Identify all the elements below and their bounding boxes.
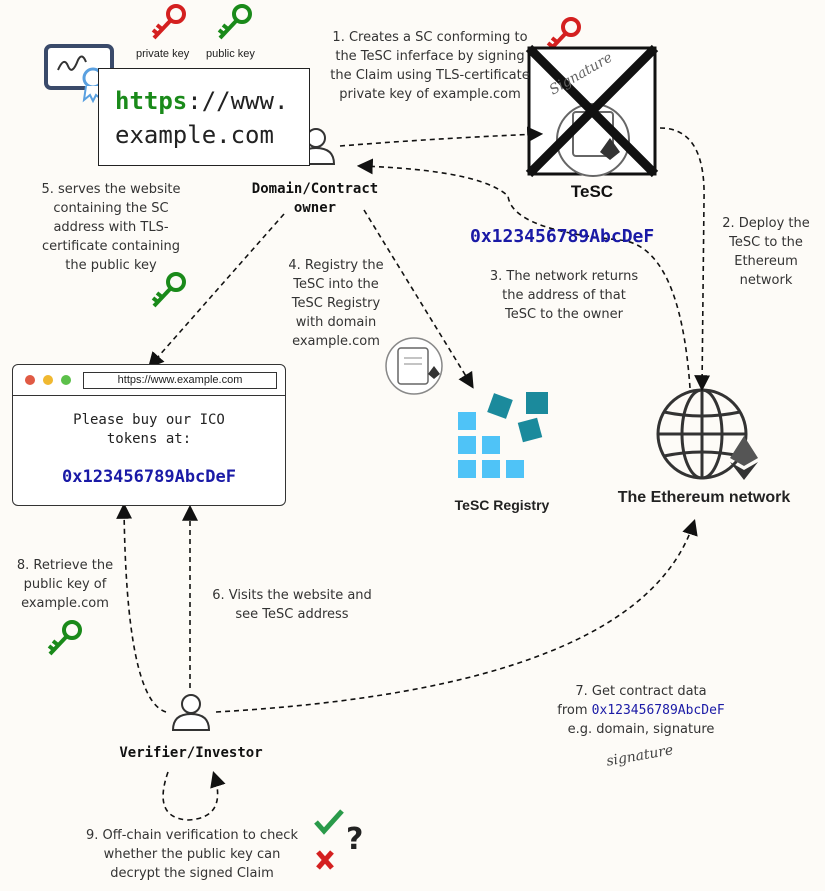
registration-scroll-icon	[385, 337, 443, 395]
arrow-step1	[339, 126, 544, 147]
arrow-step3	[356, 158, 691, 389]
https-scheme: https	[115, 87, 188, 115]
step6-text: 6. Visits the website and see TeSC addre…	[212, 588, 372, 622]
site-url-part1: ://www.	[187, 87, 289, 115]
arrow-step2	[659, 127, 711, 392]
tesc-label: TeSC	[570, 182, 614, 201]
registry-blocks-icon	[458, 392, 548, 478]
step7-from: from	[557, 703, 588, 718]
arrow-step4	[363, 209, 474, 389]
flow-arrows	[116, 126, 711, 821]
owner-label: Domain/Contract owner	[251, 181, 379, 216]
step3-text: 3. The network returns the address of th…	[489, 269, 639, 322]
close-dot-icon	[25, 375, 35, 385]
browser-message: Please buy our ICO tokens at:	[73, 412, 225, 447]
step7-address: 0x123456789AbcDeF	[591, 703, 725, 718]
ethereum-logo-icon	[730, 436, 758, 480]
private-key-label: private key	[136, 48, 190, 60]
question-icon: ?	[346, 822, 364, 857]
website-card: https://www. example.com	[98, 68, 310, 166]
minimize-dot-icon	[43, 375, 53, 385]
tesc-contract-icon	[525, 44, 659, 178]
check-icon	[314, 809, 344, 835]
arrow-step9	[162, 770, 226, 821]
step1-text: 1. Creates a SC conforming to the TeSC i…	[330, 30, 530, 102]
tesc-address: 0x123456789AbcDeF	[470, 226, 655, 247]
registry-label: TeSC Registry	[454, 497, 550, 513]
public-key-label: public key	[206, 48, 255, 60]
step5-text: 5. serves the website containing the SC …	[41, 182, 181, 273]
ethereum-label: The Ethereum network	[617, 489, 791, 506]
arrow-step5	[147, 213, 285, 369]
verifier-person-icon	[172, 694, 210, 731]
step8-text: 8. Retrieve the public key of example.co…	[16, 558, 114, 611]
ethereum-globe-icon	[656, 388, 748, 480]
site-url-part2: example.com	[115, 121, 274, 149]
public-key-icon-step5	[151, 272, 186, 308]
maximize-dot-icon	[61, 375, 71, 385]
private-key-icon	[151, 4, 186, 40]
step7-text: 7. Get contract data from 0x123456789Abc…	[534, 682, 748, 739]
browser-url-bar[interactable]: https://www.example.com	[83, 372, 277, 389]
step9-text: 9. Off-chain verification to check wheth…	[86, 828, 298, 881]
browser-address: 0x123456789AbcDeF	[62, 467, 236, 487]
browser-titlebar: https://www.example.com	[13, 365, 285, 396]
cross-icon	[316, 850, 334, 870]
public-key-icon-step8	[47, 620, 82, 656]
step7-line3: e.g. domain, signature	[567, 722, 715, 737]
step2-text: 2. Deploy the TeSC to the Ethereum netwo…	[722, 216, 810, 288]
browser-window: https://www.example.com Please buy our I…	[12, 364, 286, 506]
arrow-step8	[116, 502, 167, 713]
tesc-private-key-icon	[546, 17, 581, 53]
verifier-label: Verifier/Investor	[119, 745, 263, 761]
certificate-icon	[44, 44, 114, 104]
public-key-icon	[217, 4, 252, 40]
arrow-step7	[215, 518, 698, 713]
step7-line1: 7. Get contract data	[575, 684, 707, 699]
step4-text: 4. Registry the TeSC into the TeSC Regis…	[288, 258, 384, 349]
